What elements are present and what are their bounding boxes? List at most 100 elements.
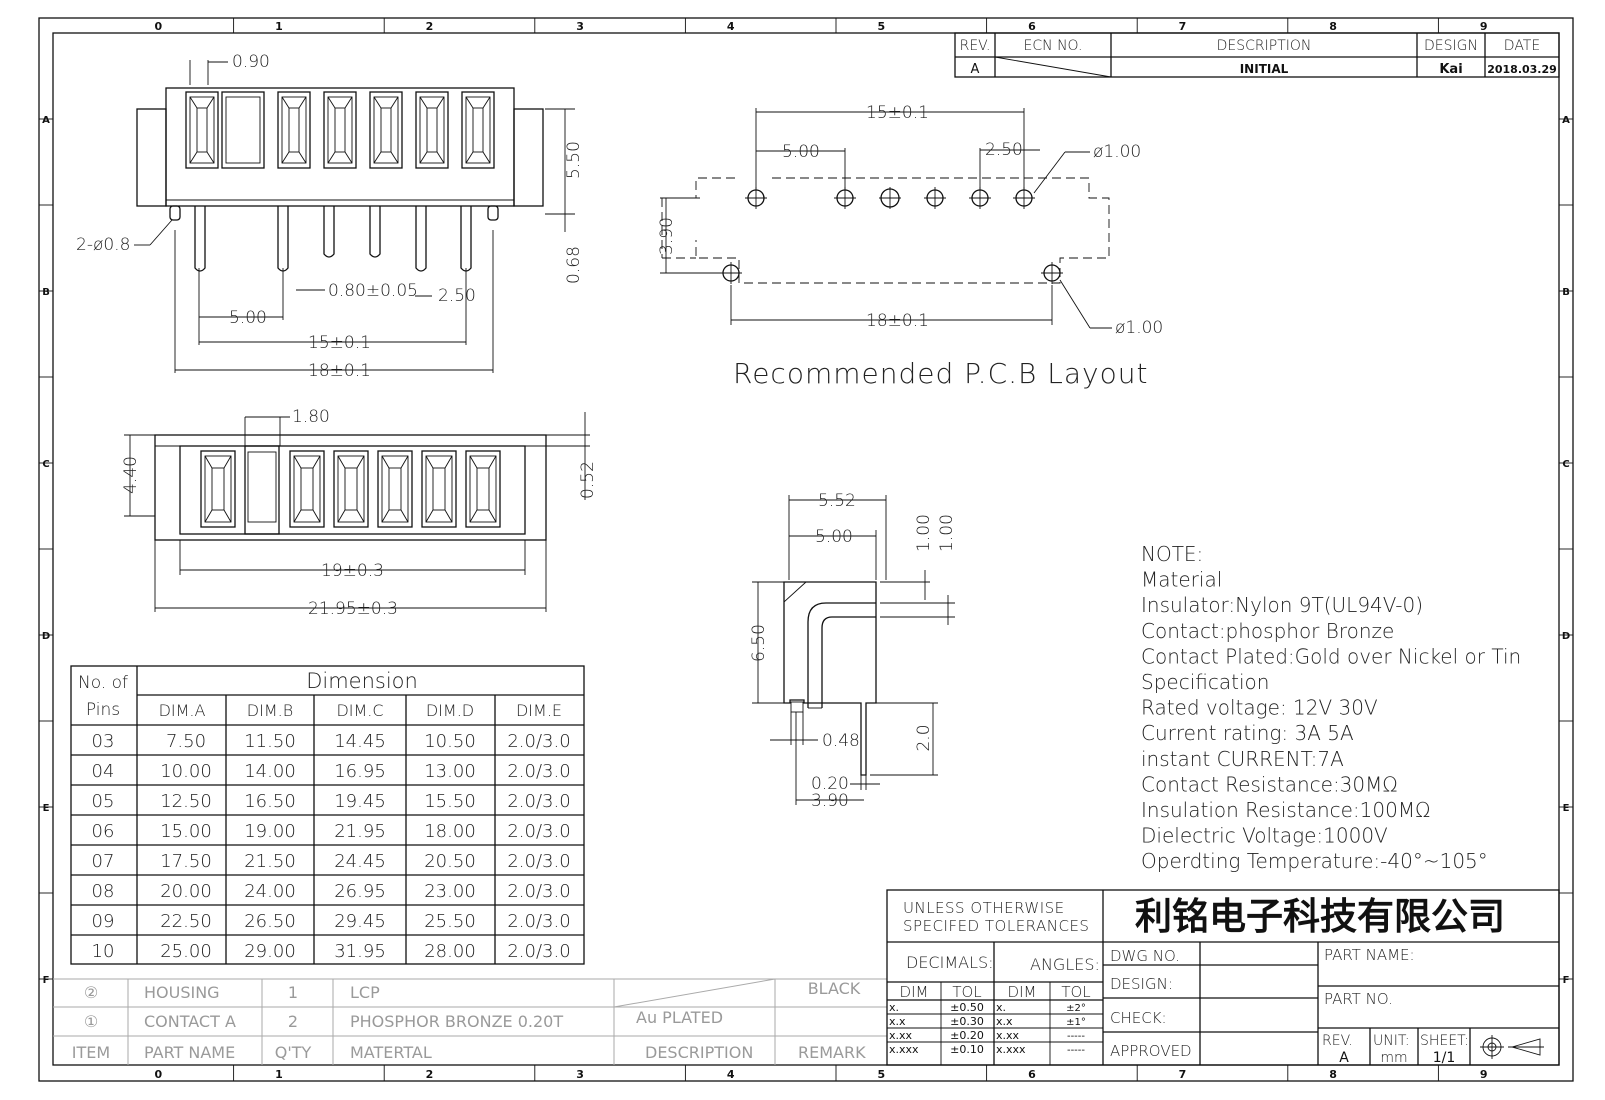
- unit-value: mm: [1380, 1050, 1407, 1066]
- top-contact-slot: [185, 91, 219, 169]
- decimals-label: DECIMALS:: [906, 953, 994, 972]
- zone-col-label-bottom: 6: [1028, 1068, 1036, 1081]
- pcb-hole: [745, 187, 767, 209]
- bom-header: Q'TY: [275, 1043, 312, 1062]
- dim-holes: 2-ø0.8: [76, 235, 130, 255]
- dim-0.52: 0.52: [578, 461, 598, 499]
- top-contact-slot: [323, 91, 357, 169]
- zone-row-label-right: E: [1563, 803, 1570, 814]
- front-contact-slot: [289, 450, 325, 528]
- dim-hole-top: ø1.00: [1093, 142, 1141, 162]
- tol-dim: x.xxx: [889, 1043, 919, 1056]
- zone-col-label-bottom: 4: [727, 1068, 735, 1081]
- table-cell: 24.00: [244, 881, 296, 902]
- rev-value: A: [971, 62, 980, 77]
- zone-col-label-bottom: 9: [1480, 1068, 1488, 1081]
- tol-value: ±1°: [1066, 1017, 1086, 1028]
- design-value: Kai: [1439, 62, 1462, 77]
- table-cell: 2.0/3.0: [507, 941, 570, 962]
- tol-head-tol-2: TOL: [1061, 983, 1090, 1001]
- tol-value: ±0.30: [950, 1015, 984, 1028]
- design-label: DESIGN:: [1110, 975, 1173, 993]
- pin: [194, 206, 206, 272]
- zone-col-label-top: 0: [154, 20, 162, 33]
- unit-label: UNIT:: [1373, 1033, 1410, 1049]
- front-view: 1.80 4.40 0.52 19±0.3 21.95±0.3: [121, 407, 598, 619]
- bom-cell: 1: [288, 983, 298, 1002]
- zone-col-label-top: 4: [727, 20, 735, 33]
- post-peg: [169, 205, 181, 221]
- part-name-label: PART NAME:: [1324, 946, 1415, 964]
- bom-header: REMARK: [798, 1043, 866, 1062]
- sheet-value: 1/1: [1433, 1050, 1456, 1066]
- dim-0.48: 0.48: [822, 731, 860, 751]
- dim-5.00-pcb: 5.00: [782, 142, 820, 162]
- table-cell: 28.00: [424, 941, 476, 962]
- sheet-label: SHEET:: [1420, 1033, 1469, 1049]
- table-cell: 25.00: [160, 941, 212, 962]
- dim-5.52: 5.52: [818, 491, 856, 511]
- tol-value: ±0.10: [950, 1043, 984, 1056]
- table-cell: 29.45: [334, 911, 386, 932]
- table-cell: 23.00: [424, 881, 476, 902]
- bom-cell: 2: [288, 1012, 298, 1031]
- table-cell: 26.95: [334, 881, 386, 902]
- table-cell: 03: [92, 731, 115, 752]
- zone-col-label-bottom: 2: [426, 1068, 434, 1081]
- table-cell: 20.50: [424, 851, 476, 872]
- zone-col-label-top: 3: [576, 20, 584, 33]
- note-line: Contact:phosphor Bronze: [1141, 619, 1394, 643]
- post-peg: [487, 205, 499, 221]
- bom-cell: LCP: [350, 983, 380, 1002]
- zone-row-label-left: D: [42, 631, 50, 642]
- table-col-header: DIM.D: [426, 701, 474, 720]
- dim-5.00-top: 5.00: [229, 308, 267, 328]
- table-cell: 09: [92, 911, 115, 932]
- tol-head-dim-1: DIM: [900, 983, 929, 1001]
- zone-col-label-bottom: 3: [576, 1068, 584, 1081]
- front-contact-slot: [421, 450, 457, 528]
- zone-col-label-top: 2: [426, 20, 434, 33]
- table-cell: 2.0/3.0: [507, 911, 570, 932]
- dim-2.50-top: 2.50: [438, 286, 476, 306]
- table-cell: 04: [92, 761, 115, 782]
- zone-row-label-left: F: [43, 975, 50, 986]
- zone-col-label-top: 5: [877, 20, 885, 33]
- table-cell: 11.50: [244, 731, 296, 752]
- note-line: Insulation Resistance:100MΩ: [1141, 798, 1430, 822]
- table-cell: 26.50: [244, 911, 296, 932]
- zone-row-label-right: F: [1563, 975, 1570, 986]
- table-cell: 19.00: [244, 821, 296, 842]
- table-cell: 18.00: [424, 821, 476, 842]
- note-line: Operdting Temperature:-40°~105°: [1141, 849, 1488, 873]
- angles-label: ANGLES:: [1030, 955, 1100, 974]
- front-contact-slot: [244, 445, 280, 535]
- top-contact-slot: [277, 91, 311, 169]
- tolerance-title-2: SPECIFED TOLERANCES: [903, 917, 1089, 935]
- bom-header: ITEM: [72, 1043, 110, 1062]
- drawing-frame: [38, 17, 1574, 1082]
- title-block: UNLESS OTHERWISE SPECIFED TOLERANCES 利铭电…: [886, 889, 1560, 1066]
- zone-row-label-right: C: [1562, 459, 1569, 470]
- projection-symbol-icon: [1480, 1035, 1544, 1059]
- bom-header: DESCRIPTION: [645, 1043, 753, 1062]
- note-line: instant CURRENT:7A: [1141, 747, 1344, 771]
- note-line: Contact Resistance:30MΩ: [1141, 772, 1398, 796]
- table-cell: 2.0/3.0: [507, 821, 570, 842]
- dim-1.00-b: 1.00: [937, 514, 957, 552]
- note-line: NOTE:: [1141, 542, 1203, 566]
- approved-label: APPROVED: [1110, 1042, 1192, 1060]
- top-contact-slot: [221, 91, 265, 169]
- zone-col-label-top: 9: [1480, 20, 1488, 33]
- tol-dim: x.: [889, 1001, 899, 1014]
- zone-row-label-left: B: [42, 287, 50, 298]
- table-cell: 2.0/3.0: [507, 761, 570, 782]
- table-cell: 2.0/3.0: [507, 881, 570, 902]
- date-header: DATE: [1504, 38, 1540, 54]
- dim-18-pcb: 18±0.1: [866, 311, 929, 331]
- design-header: DESIGN: [1424, 38, 1478, 54]
- zone-col-label-bottom: 1: [275, 1068, 283, 1081]
